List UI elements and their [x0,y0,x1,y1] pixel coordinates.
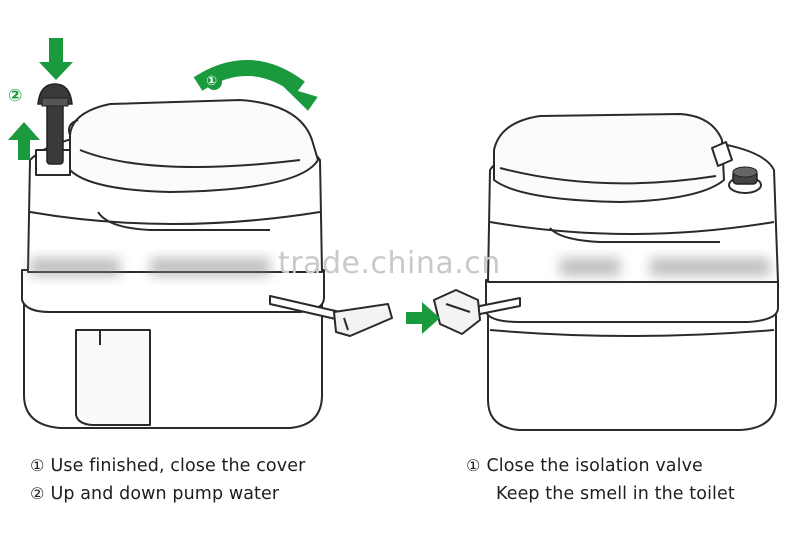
right-valve-handle [433,289,481,335]
right-toilet [433,113,779,431]
watermark-band [30,258,770,276]
left-lower-door [75,329,151,426]
caption-number: ① [466,456,481,475]
pump-plunger [37,83,73,165]
arrow-right-icon [406,302,440,334]
caption-text: Close the isolation valve [486,456,703,476]
caption-keep-smell: Keep the smell in the toilet [496,484,735,504]
right-lower-tank [487,309,777,431]
arrow-down-icon [39,38,73,80]
right-mid-band [485,279,779,323]
left-lower-tank [23,299,323,429]
right-pump-knob [728,166,762,194]
caption-text: Use finished, close the cover [50,456,306,476]
caption-number: ② [30,484,45,503]
caption-text: Keep the smell in the toilet [496,484,735,504]
watermark-text: trade.china.cn [278,246,501,281]
left-valve-handle [333,303,393,337]
caption-close-valve: ① Close the isolation valve [466,456,703,476]
left-cover [69,99,319,193]
right-cover [493,113,725,203]
left-mid-band [21,269,325,313]
caption-number: ① [30,456,45,475]
arrow-up-icon [8,122,40,160]
left-toilet [21,99,393,429]
caption-pump-water: ② Up and down pump water [30,484,279,504]
caption-close-cover: ① Use finished, close the cover [30,456,305,476]
curved-arrow-icon [193,59,318,111]
caption-text: Up and down pump water [50,484,280,504]
step-marker-pump: ② [8,86,23,106]
step-marker-cover: ① [206,74,218,89]
